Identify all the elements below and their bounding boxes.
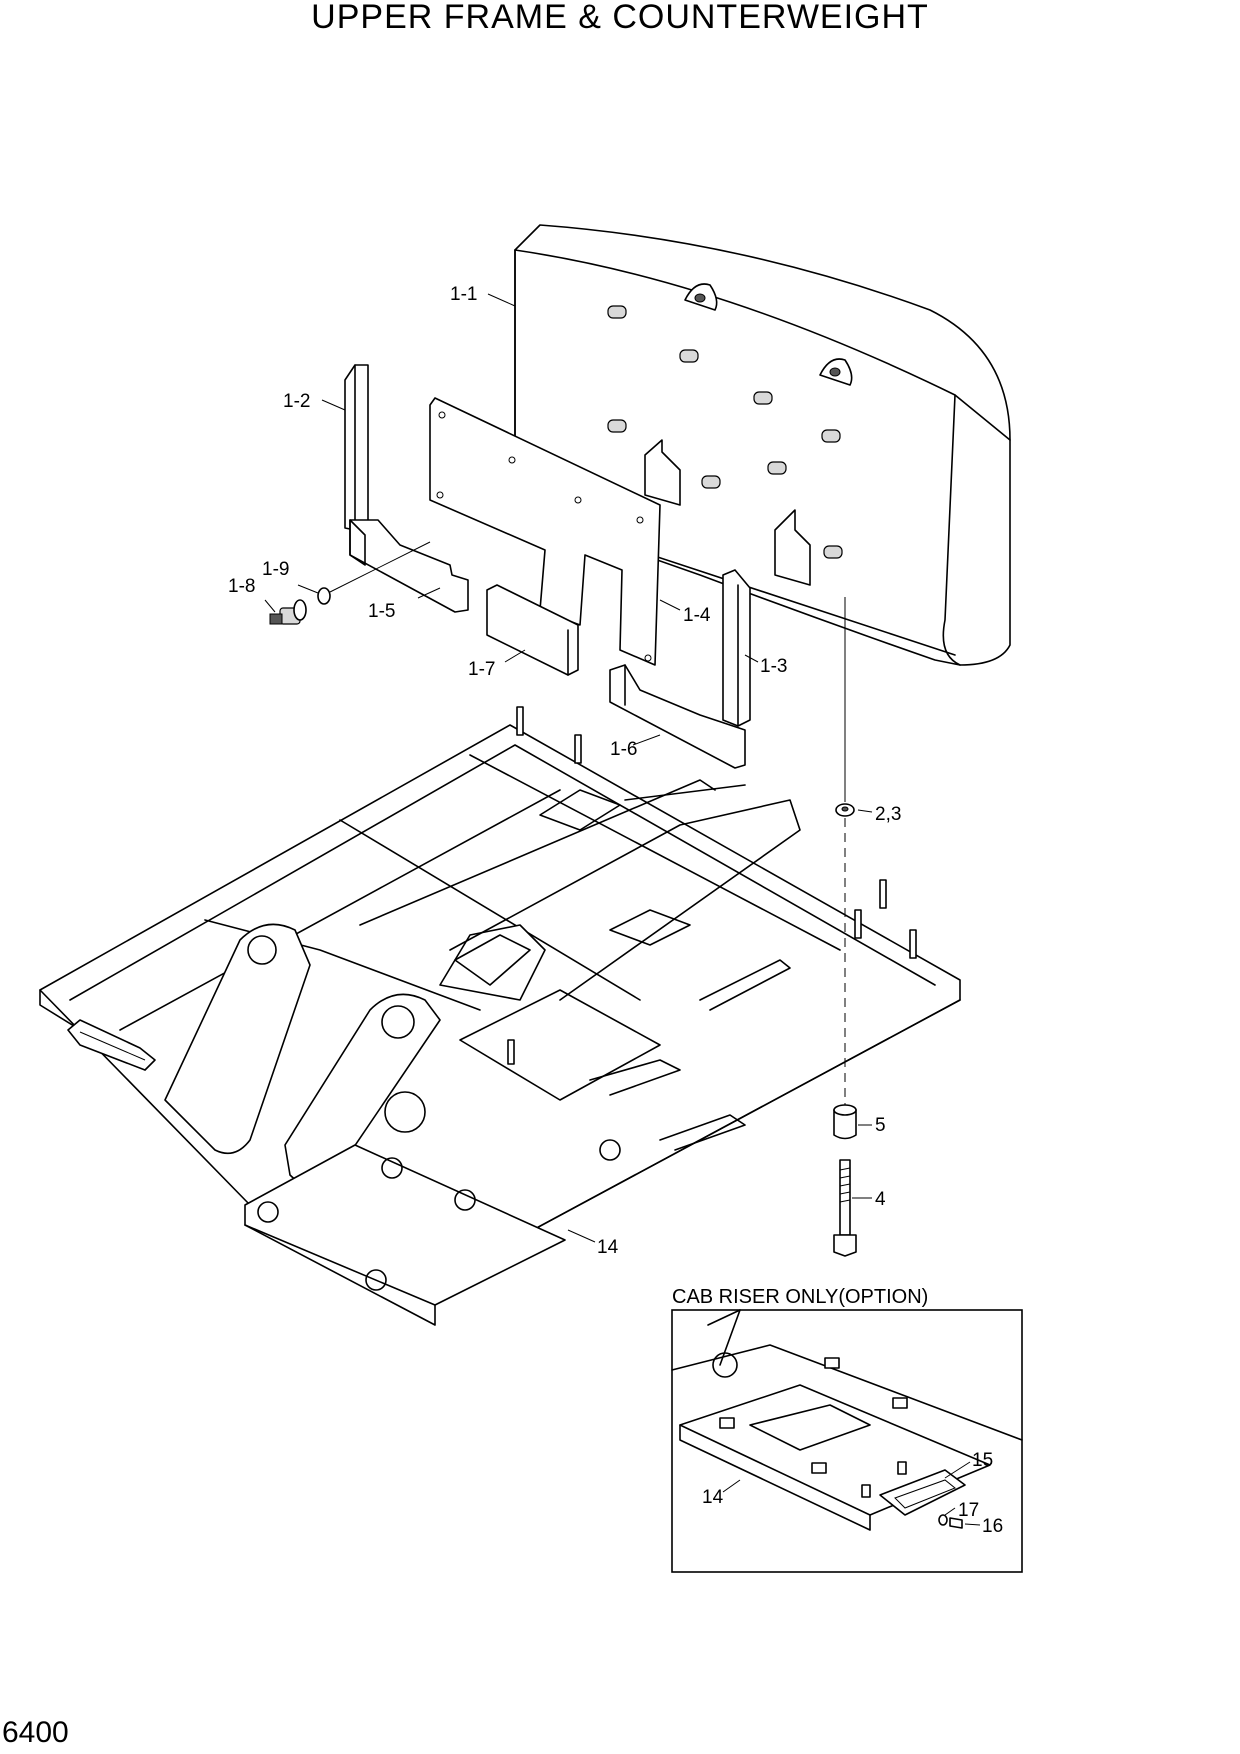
callout-17: 17 bbox=[958, 1500, 979, 1521]
callout-1-8: 1-8 bbox=[228, 576, 255, 597]
side-plate-right-part[interactable] bbox=[722, 569, 751, 727]
callout-1-3: 1-3 bbox=[760, 656, 787, 677]
callout-14-inset: 14 bbox=[702, 1487, 724, 1508]
cab-riser-inset bbox=[671, 1309, 1023, 1573]
side-plate-left-part[interactable] bbox=[344, 364, 369, 531]
mounting-hardware-part[interactable] bbox=[833, 597, 857, 1257]
callout-15: 15 bbox=[972, 1450, 993, 1471]
callout-1-1: 1-1 bbox=[450, 284, 477, 305]
inset-title: CAB RISER ONLY(OPTION) bbox=[672, 1286, 928, 1308]
callout-1-5: 1-5 bbox=[368, 601, 395, 622]
callout-1-6: 1-6 bbox=[610, 739, 637, 760]
page-title: UPPER FRAME & COUNTERWEIGHT bbox=[311, 0, 929, 36]
callout-labels: 1-1 1-2 1-9 1-8 1-5 1-4 1-7 1-3 1-6 2,3 … bbox=[228, 284, 1003, 1537]
spacer-right-part[interactable] bbox=[609, 664, 746, 769]
upper-frame-part[interactable] bbox=[39, 706, 961, 1326]
spacer-left-part[interactable] bbox=[349, 519, 469, 613]
callout-14: 14 bbox=[597, 1237, 619, 1258]
counterweight-part[interactable] bbox=[514, 224, 1011, 666]
callout-2-3: 2,3 bbox=[875, 804, 901, 825]
callout-16: 16 bbox=[982, 1516, 1003, 1537]
callout-1-2: 1-2 bbox=[283, 391, 310, 412]
callout-1-4: 1-4 bbox=[683, 605, 711, 626]
callout-1-9: 1-9 bbox=[262, 559, 289, 580]
spacer-block-part[interactable] bbox=[486, 584, 579, 676]
leader-lines bbox=[264, 293, 981, 1526]
page-code: 6400 bbox=[2, 1716, 69, 1749]
callout-4: 4 bbox=[875, 1189, 886, 1210]
callout-5: 5 bbox=[875, 1115, 886, 1136]
balance-plate-part[interactable] bbox=[429, 397, 661, 666]
callout-1-7: 1-7 bbox=[468, 659, 495, 680]
bolt-and-washer-part[interactable] bbox=[269, 541, 431, 625]
